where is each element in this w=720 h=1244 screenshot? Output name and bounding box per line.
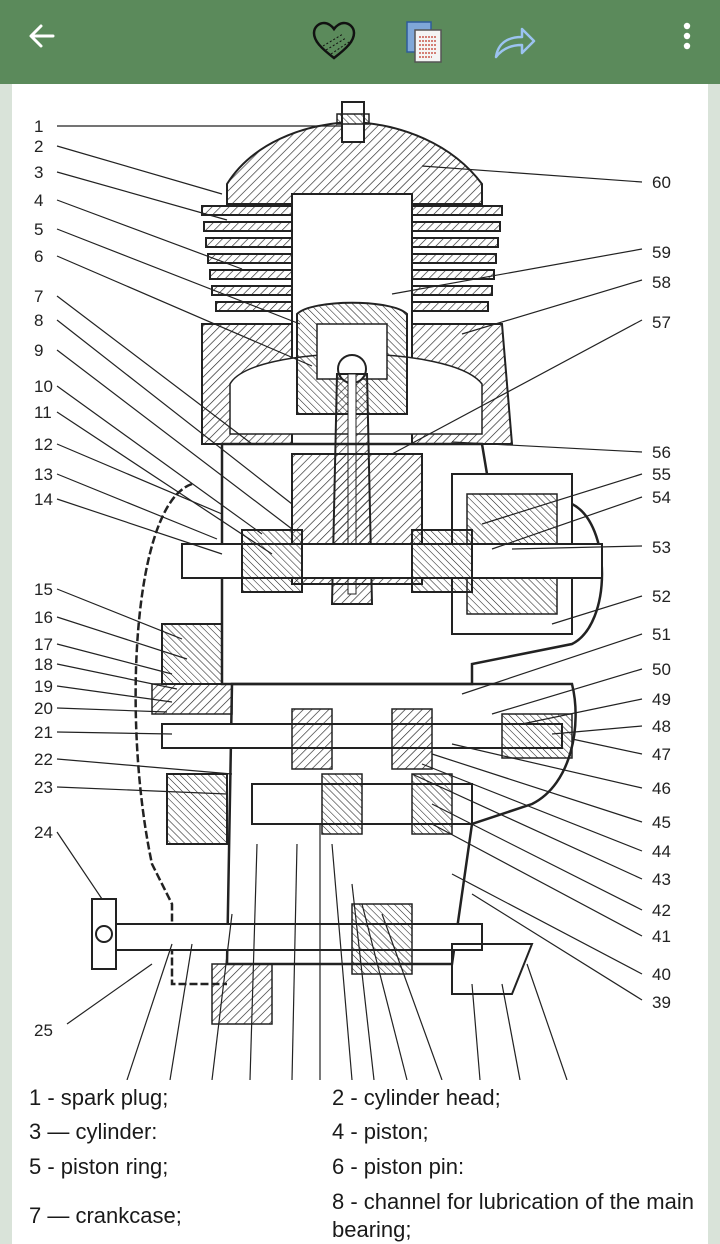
part-number-label: 11 (34, 403, 52, 422)
part-number-label: 1 (34, 117, 43, 136)
part-number-label: 59 (652, 243, 671, 262)
part-number-label: 41 (652, 927, 671, 946)
legend-item: 2 - cylinder head; (332, 1085, 501, 1110)
part-number-label: 53 (652, 538, 671, 557)
part-number-label: 7 (34, 287, 43, 306)
part-number-label: 14 (34, 490, 53, 509)
part-number-label: 45 (652, 813, 671, 832)
share-arrow-icon (494, 27, 536, 59)
part-number-label: 49 (652, 690, 671, 709)
part-number-label: 57 (652, 313, 671, 332)
part-number-label: 51 (652, 625, 671, 644)
part-number-label: 4 (34, 191, 43, 210)
part-number-label: 2 (34, 137, 43, 156)
part-number-label: 40 (652, 965, 671, 984)
part-number-label: 52 (652, 587, 671, 606)
legend-item: 4 - piston; (332, 1119, 429, 1144)
part-number-label: 24 (34, 823, 53, 842)
right-number-labels: 60 59 58 57 56 55 54 53 52 51 50 49 48 47 46 45 44 43 42 41… (652, 173, 671, 1012)
part-number-label: 55 (652, 465, 671, 484)
legend-item: 6 - piston pin: (332, 1154, 465, 1179)
part-number-label: 25 (34, 1021, 53, 1040)
part-number-label: 42 (652, 901, 671, 920)
part-number-label: 56 (652, 443, 671, 462)
part-number-label: 17 (34, 635, 53, 654)
part-number-label: 19 (34, 677, 53, 696)
clutch-assembly (134, 482, 233, 986)
engine-cross-section-diagram: 1234567891011121314151617181920212223242… (34, 101, 671, 1080)
kickstarter-shaft (91, 898, 534, 1025)
copy-button[interactable] (400, 16, 448, 68)
legend-item: 3 — cylinder: (29, 1119, 158, 1144)
app-toolbar (0, 0, 720, 84)
legend-item: 7 — crankcase; (29, 1203, 182, 1228)
part-number-label: 23 (34, 778, 53, 797)
part-number-label: 3 (34, 163, 43, 182)
part-number-label: 16 (34, 608, 53, 627)
arrow-left-icon (29, 24, 55, 48)
part-number-label: 18 (34, 655, 53, 674)
part-number-label: 21 (34, 723, 53, 742)
right-leader-lines (391, 165, 643, 1001)
more-vertical-icon (683, 22, 691, 50)
part-number-label: 12 (34, 435, 53, 454)
overflow-menu-button[interactable] (670, 14, 704, 58)
part-number-label: 10 (34, 377, 53, 396)
gearbox (161, 682, 577, 966)
part-number-label: 22 (34, 750, 53, 769)
left-number-labels: 1234567891011121314151617181920212223242… (34, 117, 53, 1040)
legend-item: 8 - channel for lubrication of the main … (332, 1189, 694, 1242)
back-button[interactable] (16, 14, 68, 58)
part-number-label: 9 (34, 341, 43, 360)
part-number-label: 6 (34, 247, 43, 266)
heart-icon (312, 21, 356, 60)
bottom-leader-lines (126, 824, 568, 1080)
piston (296, 301, 408, 415)
cylinder-head (226, 101, 483, 205)
part-number-label: 20 (34, 699, 53, 718)
part-number-label: 50 (652, 660, 671, 679)
legend-item: 5 - piston ring; (29, 1154, 169, 1179)
part-number-label: 60 (652, 173, 671, 192)
part-number-label: 8 (34, 311, 43, 330)
part-number-label: 46 (652, 779, 671, 798)
part-number-label: 48 (652, 717, 671, 736)
share-button[interactable] (488, 18, 540, 64)
part-number-label: 58 (652, 273, 671, 292)
part-number-label: 15 (34, 580, 53, 599)
part-number-label: 47 (652, 745, 671, 764)
left-leader-lines (56, 125, 342, 1025)
part-number-label: 44 (652, 842, 671, 861)
part-number-label: 43 (652, 870, 671, 889)
part-number-label: 13 (34, 465, 53, 484)
part-number-label: 39 (652, 993, 671, 1012)
part-number-label: 5 (34, 220, 43, 239)
legend-item: 1 - spark plug; (29, 1085, 169, 1110)
favorite-button[interactable] (306, 16, 362, 66)
crankshaft (181, 529, 603, 593)
copy-document-icon (406, 21, 442, 63)
part-number-label: 54 (652, 488, 671, 507)
